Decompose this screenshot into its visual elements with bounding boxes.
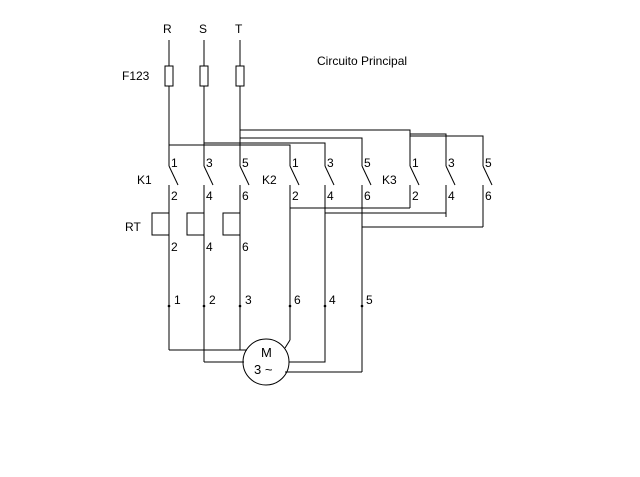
motor-terminals: 1 2 3 6 4 5 xyxy=(167,293,373,308)
phase-label-s: S xyxy=(199,22,207,36)
motor-terminal-3: 3 xyxy=(245,293,252,307)
k2-terminal-6: 6 xyxy=(364,189,371,203)
fuse-t xyxy=(235,65,245,87)
bus-k3-3 xyxy=(410,133,447,166)
motor-label: M xyxy=(261,345,272,360)
motor-terminal-5: 5 xyxy=(366,293,373,307)
k1-terminal-4: 4 xyxy=(206,189,213,203)
motor-symbol xyxy=(242,338,290,386)
relay-element-3 xyxy=(222,212,240,236)
relay-terminal-2: 2 xyxy=(171,240,178,254)
k2-terminal-1: 1 xyxy=(292,156,299,170)
motor-phase-label: 3 ~ xyxy=(254,362,273,377)
motor-terminal-2: 2 xyxy=(209,293,216,307)
k3-out-wire-b xyxy=(325,212,447,217)
phase-label-r: R xyxy=(163,22,172,36)
contactor-k2: K2 1 3 5 2 4 6 xyxy=(262,156,372,340)
motor-wire-4 xyxy=(289,340,326,363)
contactor-k3: K3 1 3 5 2 4 6 xyxy=(382,156,493,227)
fuse-label: F123 xyxy=(122,69,150,83)
relay-label: RT xyxy=(125,220,141,234)
bus-s-k2 xyxy=(204,142,326,166)
contactor-k1: K1 1 3 5 2 4 6 xyxy=(137,156,250,213)
relay-element-2 xyxy=(186,212,204,236)
bus-t-k2 xyxy=(240,137,363,166)
k3-label: K3 xyxy=(382,173,397,187)
fuse-s xyxy=(199,65,209,87)
fuse-r xyxy=(164,65,174,87)
k2-terminal-3: 3 xyxy=(327,156,334,170)
relay-element-1 xyxy=(151,212,169,236)
k3-terminal-4: 4 xyxy=(448,189,455,203)
k1-terminal-2: 2 xyxy=(171,189,178,203)
k3-terminal-3: 3 xyxy=(448,156,455,170)
k3-terminal-5: 5 xyxy=(485,156,492,170)
motor-wire-6 xyxy=(284,339,291,349)
k2-label: K2 xyxy=(262,173,277,187)
k3-terminal-2: 2 xyxy=(412,189,419,203)
relay-terminal-4: 4 xyxy=(206,240,213,254)
motor-terminal-4: 4 xyxy=(329,293,336,307)
k1-terminal-5: 5 xyxy=(242,156,249,170)
k3-terminal-6: 6 xyxy=(485,189,492,203)
k1-terminal-6: 6 xyxy=(242,189,249,203)
bus-k3-1 xyxy=(240,129,411,166)
k2-terminal-4: 4 xyxy=(327,189,334,203)
k1-terminal-1: 1 xyxy=(171,156,178,170)
k2-terminal-5: 5 xyxy=(364,156,371,170)
bus-r-k2 xyxy=(169,144,291,166)
phase-label-t: T xyxy=(235,22,243,36)
thermal-relay: RT 2 4 6 xyxy=(125,212,249,362)
bus-k3-5 xyxy=(410,135,484,166)
k3-terminal-1: 1 xyxy=(412,156,419,170)
k1-terminal-3: 3 xyxy=(206,156,213,170)
motor: M 3 ~ xyxy=(242,338,290,386)
motor-terminal-1: 1 xyxy=(174,293,181,307)
k1-label: K1 xyxy=(137,173,152,187)
motor-terminal-6: 6 xyxy=(294,293,301,307)
k2-terminal-2: 2 xyxy=(292,189,299,203)
relay-terminal-6: 6 xyxy=(242,240,249,254)
diagram-title: Circuito Principal xyxy=(317,54,407,68)
